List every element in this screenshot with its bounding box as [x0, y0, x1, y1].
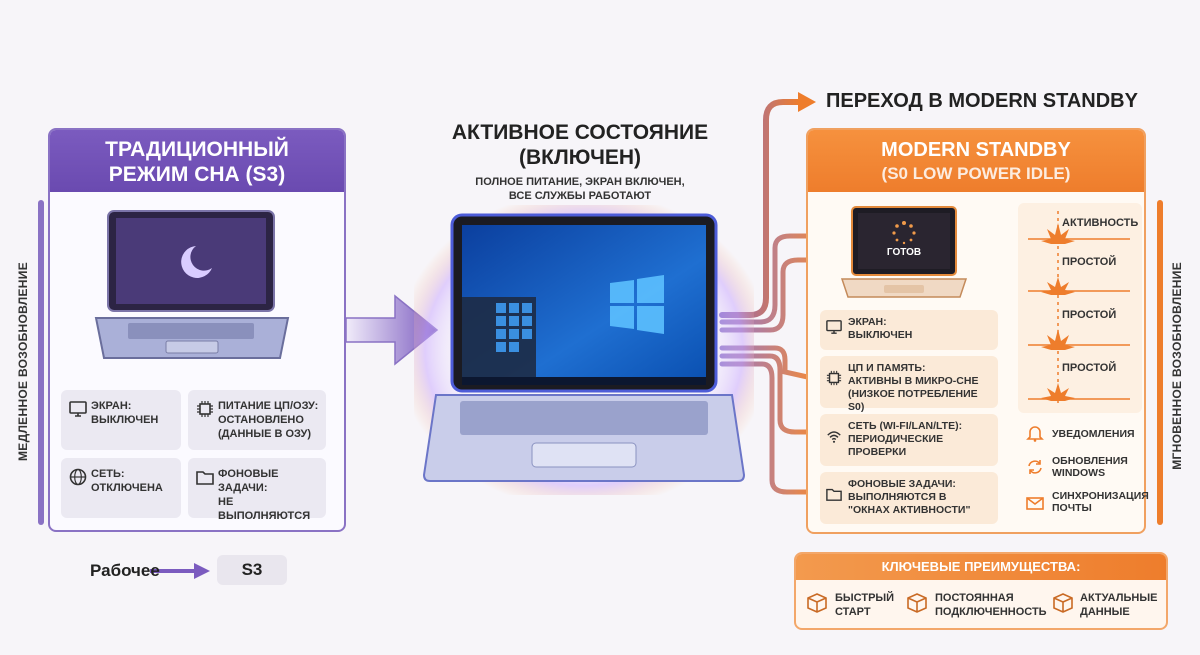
chip-icon [826, 370, 842, 386]
wifi-icon [827, 431, 841, 443]
flow-to-label: S3 [241, 560, 263, 579]
left-side-bar [38, 200, 44, 525]
s3-title-line2: РЕЖИМ СНА (S3) [108, 163, 286, 186]
bell-icon [1026, 426, 1044, 442]
box-icon [1053, 593, 1073, 613]
timeline-graphic [1028, 211, 1130, 403]
standby-laptop [840, 206, 968, 298]
transition-label: ПЕРЕХОД В MODERN STANDBY [826, 90, 1138, 112]
globe-icon [69, 468, 87, 486]
folder-icon [826, 488, 842, 501]
sleeping-laptop [94, 210, 290, 359]
event-notifications: УВЕДОМЛЕНИЯ [1052, 428, 1135, 440]
flow-from-label: Рабочее [90, 561, 160, 580]
s3-card-network: СЕТЬ:ОТКЛЮЧЕНА [61, 458, 181, 518]
ms-card-screen: ЭКРАН:ВЫКЛЮЧЕН [820, 310, 998, 350]
slow-resume-label: МЕДЛЕННОЕ ВОЗОБНОВЛЕНИЕ [16, 262, 30, 461]
ms-card-cpu: ЦП И ПАМЯТЬ:АКТИВНЫ В МИКРО-СНЕ(НИЗКОЕ П… [820, 356, 998, 413]
folder-icon [196, 471, 214, 485]
flow-to-badge: S3 [217, 555, 287, 585]
monitor-icon [69, 401, 87, 417]
s3-title-line1: ТРАДИЦИОННЫЙ [105, 138, 289, 161]
burst-icon [1041, 223, 1075, 401]
modern-standby-header: MODERN STANDBY (S0 LOW POWER IDLE) [808, 130, 1144, 192]
box-icon [907, 593, 927, 613]
activity-timeline [1018, 203, 1142, 413]
loading-spinner-icon [892, 221, 916, 245]
transition-arrow [719, 99, 803, 318]
monitor-icon [826, 320, 842, 334]
timeline-activity: АКТИВНОСТЬ [1062, 217, 1139, 229]
ms-card-background: ФОНОВЫЕ ЗАДАЧИ:ВЫПОЛНЯЮТСЯ В"ОКНАХ АКТИВ… [820, 472, 998, 524]
s3-panel-header: ТРАДИЦИОННЫЙ РЕЖИМ СНА (S3) [50, 130, 344, 192]
timeline-idle-1: ПРОСТОЙ [1062, 256, 1117, 268]
mail-icon [1026, 497, 1044, 510]
chip-icon [197, 401, 213, 417]
windows-logo-icon [610, 275, 664, 334]
instant-resume-label: МГНОВЕННОЕ ВОЗОБНОВЛЕНИЕ [1170, 262, 1184, 470]
benefits-panel: КЛЮЧЕВЫЕ ПРЕИМУЩЕСТВА: [794, 552, 1168, 630]
timeline-idle-2: ПРОСТОЙ [1062, 309, 1117, 321]
refresh-icon [1028, 460, 1042, 474]
moon-icon [181, 246, 212, 278]
laptop-status: ГОТОВ [886, 247, 922, 258]
s3-card-power: ПИТАНИЕ ЦП/ОЗУ:ОСТАНОВЛЕНО(ДАННЫЕ В ОЗУ) [188, 390, 326, 450]
active-state-subtitle: ПОЛНОЕ ПИТАНИЕ, ЭКРАН ВКЛЮЧЕН, ВСЕ СЛУЖБ… [475, 176, 685, 202]
s3-card-screen: ЭКРАН:ВЫКЛЮЧЕН [61, 390, 181, 450]
active-state-title: АКТИВНОЕ СОСТОЯНИЕ (ВКЛЮЧЕН) [451, 121, 709, 169]
right-side-bar [1157, 200, 1163, 525]
box-icon [807, 593, 827, 613]
benefits-title: КЛЮЧЕВЫЕ ПРЕИМУЩЕСТВА: [796, 554, 1166, 580]
active-laptop [414, 205, 754, 495]
timeline-idle-3: ПРОСТОЙ [1062, 362, 1117, 374]
